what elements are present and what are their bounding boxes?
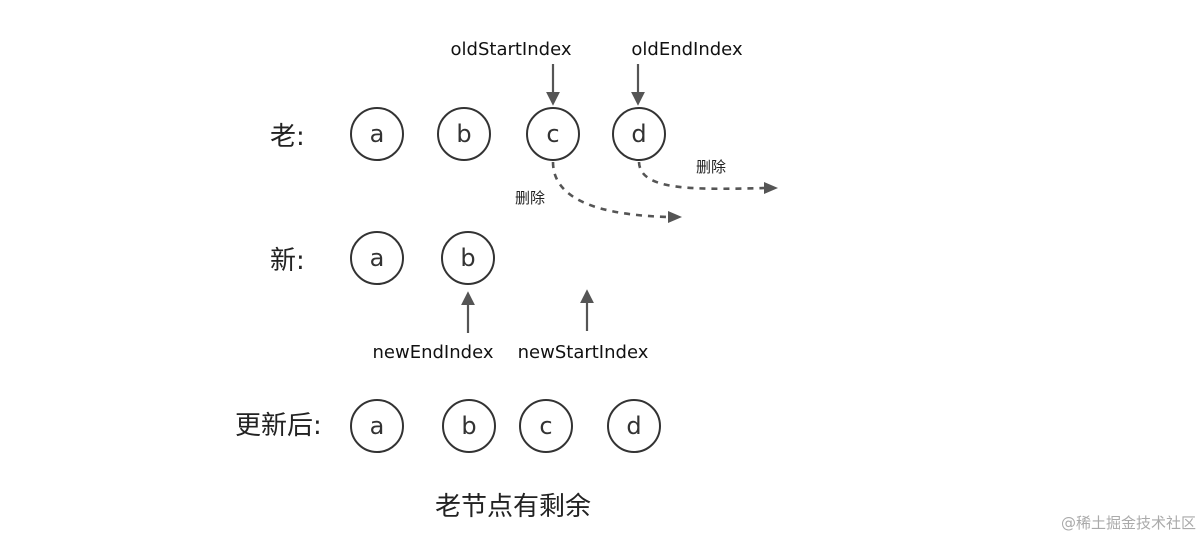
- updated-row-label: 更新后:: [235, 411, 322, 441]
- new-node-label: a: [370, 244, 385, 272]
- watermark: @稀土掘金技术社区: [1061, 514, 1196, 532]
- old-node-label: a: [370, 120, 385, 148]
- delete-arrowhead-d: [764, 182, 778, 194]
- old-node-label: c: [546, 120, 559, 148]
- new-row-label: 新:: [270, 246, 305, 276]
- new-node-label: b: [460, 244, 475, 272]
- delete-arrow-d: [637, 161, 766, 191]
- new-end-index-label: newEndIndex: [373, 342, 494, 363]
- old-node-label: d: [631, 120, 646, 148]
- old-row-label: 老:: [270, 122, 305, 152]
- delete-arrow-c: [551, 161, 669, 219]
- updated-node-label: a: [370, 412, 385, 440]
- new-node: a: [350, 231, 404, 285]
- delete-arrowhead-c: [668, 211, 682, 223]
- new-start-index-label: newStartIndex: [518, 342, 649, 363]
- updated-node-label: b: [461, 412, 476, 440]
- updated-node-label: d: [626, 412, 641, 440]
- delete-label-d: 删除: [696, 158, 726, 176]
- old-node-label: b: [456, 120, 471, 148]
- updated-node: a: [350, 399, 404, 453]
- updated-node: d: [607, 399, 661, 453]
- old-end-index-label: oldEndIndex: [631, 39, 743, 60]
- old-node: b: [437, 107, 491, 161]
- diagram-caption: 老节点有剩余: [435, 492, 591, 522]
- delete-label-c: 删除: [515, 189, 545, 207]
- new-node: b: [441, 231, 495, 285]
- old-node: d: [612, 107, 666, 161]
- old-node: a: [350, 107, 404, 161]
- updated-node: b: [442, 399, 496, 453]
- updated-node: c: [519, 399, 573, 453]
- updated-node-label: c: [539, 412, 552, 440]
- old-start-index-label: oldStartIndex: [451, 39, 572, 60]
- old-node: c: [526, 107, 580, 161]
